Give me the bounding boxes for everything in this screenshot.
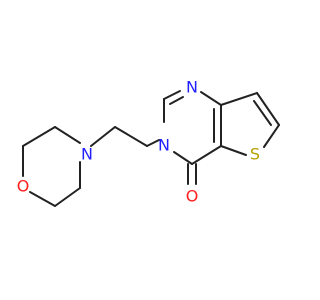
bond-c4a-c4: [191, 145, 222, 165]
oxygen-label-carbonyl: O: [186, 187, 199, 206]
ethyl-linker: [90, 126, 160, 147]
morpholine-ring: [22, 126, 81, 207]
nitrogen-label-n3: N: [158, 136, 170, 155]
bond-c1-c2: [22, 126, 56, 147]
bond-c4-n3: [173, 151, 193, 165]
canvas-background: [0, 0, 300, 300]
nitrogen-label-n1: N: [186, 78, 198, 97]
bond-c7a-c7: [220, 92, 258, 106]
thiophene-ring: [220, 92, 280, 156]
bond-c6-s: [263, 124, 280, 148]
bond-ch2b-n3: [146, 139, 160, 147]
bond-s-c4a: [220, 145, 247, 156]
carbonyl-group: [187, 163, 197, 185]
bond-n1-c7a: [200, 91, 222, 106]
bond-c7-c6-inner: [253, 100, 272, 126]
bond-c7-c6-outer: [256, 92, 280, 126]
atom-labels: O N N N S O: [17, 78, 260, 206]
bond-ch2a-ch2b: [114, 126, 148, 147]
sulfur-label: S: [250, 145, 260, 164]
molecule-diagram: O N N N S O: [0, 0, 300, 300]
nitrogen-label-morpholine: N: [81, 145, 93, 164]
pyrimidinone-ring: [163, 90, 222, 165]
bond-c3-c4: [54, 187, 81, 207]
oxygen-label-morpholine: O: [17, 177, 30, 196]
bond-c2-n: [54, 126, 81, 144]
bond-c4-o: [29, 191, 56, 207]
bond-c2-n1-inner: [169, 96, 184, 105]
bond-c2-n1-outer: [163, 90, 181, 100]
bond-n-ch2a: [90, 126, 116, 147]
